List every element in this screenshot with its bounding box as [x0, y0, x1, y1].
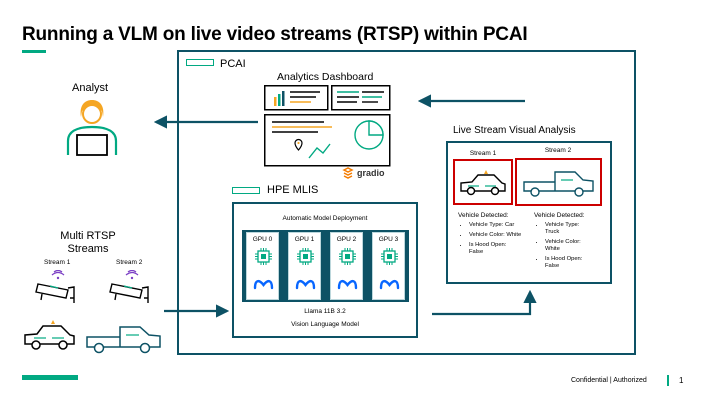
footer-confidential: Confidential | Authorized	[571, 377, 647, 384]
meta-logo-icon	[253, 280, 274, 290]
stream2-vehicle-type: Vehicle Type: Truck	[545, 222, 594, 236]
dashboard-mockup-icon	[264, 85, 391, 167]
rtsp-label-line1: Multi RTSP	[60, 230, 116, 242]
stream2-vehicle-color: Vehicle Color: White	[545, 239, 594, 253]
meta-logo-icon	[379, 280, 400, 290]
security-camera-icon	[109, 270, 149, 303]
gpu-chip-icon	[255, 248, 272, 265]
stream2-attributes: Vehicle Type: Truck Vehicle Color: White…	[536, 222, 594, 273]
stream1-vehicle-type: Vehicle Type: Car	[469, 222, 522, 229]
analysis-stream1-label: Stream 1	[469, 150, 497, 157]
gradio-label: gradio	[357, 168, 385, 178]
stream2-detection-box	[515, 158, 602, 206]
pcai-tag-icon	[186, 59, 214, 66]
analysis-stream2-label: Stream 2	[544, 147, 572, 154]
title-accent-bar	[22, 50, 46, 53]
rtsp-label-line2: Streams	[67, 243, 109, 255]
pcai-frame	[177, 50, 636, 355]
mlis-tag-icon	[232, 187, 260, 194]
stream1-attributes: Vehicle Type: Car Vehicle Color: White I…	[460, 222, 522, 259]
car-icon	[460, 170, 506, 196]
footer-divider	[667, 375, 669, 386]
pcai-label: PCAI	[220, 58, 246, 70]
gpu-card-3: GPU 3	[372, 232, 405, 300]
stream2-detected-label: Vehicle Detected:	[534, 212, 585, 219]
mlis-frame	[232, 202, 418, 338]
gradio-logo-icon	[342, 167, 354, 179]
stream2-hood-open: Is Hood Open: False	[545, 256, 594, 270]
gpu-label-3: GPU 3	[378, 236, 399, 243]
stream1-detected-label: Vehicle Detected:	[458, 212, 509, 219]
meta-logo-icon	[295, 280, 316, 290]
rtsp-streams-label: Multi RTSP Streams	[58, 230, 118, 256]
camera1-label: Stream 1	[44, 259, 71, 266]
security-camera-icon	[35, 270, 75, 303]
deployment-label: Automatic Model Deployment	[282, 215, 368, 222]
car-icon	[24, 320, 75, 350]
slide-title: Running a VLM on live video streams (RTS…	[22, 24, 528, 45]
truck-icon	[86, 326, 161, 354]
analysis-frame	[446, 141, 612, 284]
gpu-card-1: GPU 1	[288, 232, 321, 300]
gpu-card-2: GPU 2	[330, 232, 363, 300]
camera2-label: Stream 2	[116, 259, 143, 266]
stream1-detection-box	[453, 159, 513, 205]
footer-accent-bar	[22, 375, 78, 380]
truck-icon	[523, 171, 594, 197]
stream1-vehicle-color: Vehicle Color: White	[469, 232, 522, 239]
analysis-title: Live Stream Visual Analysis	[453, 125, 576, 136]
analyst-person-icon	[66, 100, 118, 156]
stream1-hood-open: Is Hood Open: False	[469, 242, 522, 256]
arrow-mlis-to-analysis	[432, 289, 537, 316]
mlis-label: HPE MLIS	[267, 184, 319, 196]
gpu-card-0: GPU 0	[246, 232, 279, 300]
gpu-chip-icon	[297, 248, 314, 265]
page-number: 1	[679, 376, 684, 385]
gpu-label-0: GPU 0	[252, 236, 273, 243]
analyst-label: Analyst	[72, 82, 109, 94]
dashboard-title: Analytics Dashboard	[277, 71, 374, 83]
model-name: Llama 11B 3.2	[304, 308, 346, 315]
gpu-label-1: GPU 1	[294, 236, 315, 243]
meta-logo-icon	[337, 280, 358, 290]
gpu-chip-icon	[381, 248, 398, 265]
model-caption: Vision Language Model	[291, 321, 359, 328]
gpu-label-2: GPU 2	[336, 236, 357, 243]
gpu-chip-icon	[339, 248, 356, 265]
